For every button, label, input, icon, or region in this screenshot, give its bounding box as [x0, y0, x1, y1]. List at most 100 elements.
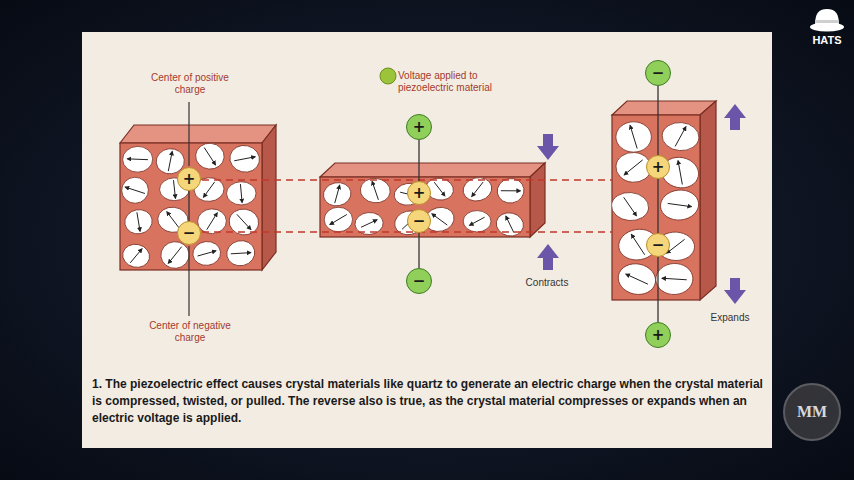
figure-caption: 1. The piezoelectric effect causes cryst… [92, 376, 764, 427]
dipole-arrow [204, 148, 215, 165]
grain-cell [494, 210, 526, 237]
watermark: MM [784, 402, 840, 421]
crystal-block [610, 101, 716, 300]
charge-sign: − [652, 66, 665, 81]
connector-wire [418, 140, 419, 181]
grain-cell [495, 177, 526, 205]
leader-line [188, 102, 189, 166]
grain-cell [659, 188, 700, 221]
dipole-arrow [432, 214, 447, 225]
grain-cell [359, 177, 391, 204]
motion-label: Contracts [516, 277, 578, 289]
voltage-terminal: − [406, 268, 432, 294]
grain-cell [123, 207, 155, 236]
dipole-arrow [472, 182, 483, 197]
grain-cell [324, 207, 353, 232]
charge-sign: + [652, 160, 665, 175]
connector-wire [188, 191, 189, 221]
dipole-arrow [168, 151, 172, 171]
dipole-arrow [501, 190, 521, 191]
grain-cell [192, 240, 222, 267]
connector-wire [657, 179, 658, 233]
force-arrow [724, 278, 746, 304]
charge-center: + [646, 155, 670, 179]
charge-sign: + [413, 186, 426, 201]
grain-cell [197, 208, 227, 234]
voltage-terminal: + [406, 114, 432, 140]
charge-center: − [177, 221, 201, 245]
dipole-arrow [240, 184, 242, 202]
grain-cell [122, 146, 153, 173]
marker-dot [380, 68, 396, 84]
grain-cell [160, 240, 191, 269]
grain-cell [120, 242, 151, 270]
dipole-arrow [167, 212, 179, 228]
dipole-arrow [127, 158, 148, 160]
connector-wire [418, 233, 419, 268]
connector-wire [657, 257, 658, 322]
charge-sign: − [652, 238, 665, 253]
grain-cell [226, 181, 256, 205]
dipole-arrow [130, 249, 142, 263]
dipole-arrow [624, 197, 637, 215]
force-arrow [537, 244, 559, 270]
annotation-label: Center of negative charge [140, 320, 240, 344]
dipole-arrow [506, 216, 514, 233]
dipole-arrow [137, 212, 140, 231]
motion-label: Expands [700, 312, 760, 324]
grain-cell [661, 121, 700, 152]
charge-sign: − [413, 274, 426, 289]
dipole-arrow [198, 251, 216, 256]
connector-wire [657, 86, 658, 155]
dipole-arrow [675, 127, 686, 147]
crystal-block [120, 125, 276, 270]
grain-cell [121, 177, 149, 204]
dipole-arrow [168, 247, 181, 264]
grain-cell [224, 238, 257, 268]
crystal-block [320, 163, 545, 239]
dipole-arrow [470, 217, 485, 225]
dipole-arrow [624, 160, 642, 175]
dipole-arrow [631, 234, 644, 254]
dipole-arrow [234, 157, 255, 161]
annotation-label: Voltage applied to piezoelectric materia… [398, 70, 516, 94]
dipole-arrow [361, 220, 377, 227]
dipole-arrow [231, 253, 251, 254]
panel [82, 32, 772, 448]
charge-sign: − [413, 214, 426, 229]
force-arrow [724, 104, 746, 130]
dipole-arrow [204, 182, 215, 197]
annotation-label: Center of positive charge [140, 72, 240, 96]
charge-center: − [646, 233, 670, 257]
dipole-arrow [630, 125, 637, 148]
charge-sign: − [183, 226, 196, 241]
dipole-arrow [125, 187, 145, 193]
dipole-arrow [668, 203, 692, 206]
dipole-arrow [434, 182, 445, 196]
charge-center: + [407, 181, 431, 205]
grain-cell [612, 191, 650, 222]
dipole-arrow [330, 214, 347, 224]
dipole-arrow [335, 185, 340, 203]
dipole-arrow [372, 181, 378, 199]
voltage-terminal: + [645, 322, 671, 348]
dipole-arrow [173, 180, 175, 198]
grain-cell [195, 143, 226, 170]
charge-sign: + [652, 328, 665, 343]
dipole-arrow [207, 213, 217, 230]
charge-center: + [177, 167, 201, 191]
grain-cell [615, 260, 658, 297]
grain-cell [227, 143, 262, 175]
leader-line [188, 246, 189, 316]
channel-logo: HATS [800, 34, 854, 47]
dipole-arrow [626, 274, 648, 284]
voltage-terminal: − [645, 60, 671, 86]
dipole-arrow [237, 214, 251, 229]
grain-cell [461, 177, 494, 204]
grain-cell [616, 122, 651, 152]
force-arrow [537, 134, 559, 160]
dipole-arrow [678, 161, 682, 185]
dashed-guide [202, 179, 612, 181]
dashed-guide [202, 231, 612, 233]
